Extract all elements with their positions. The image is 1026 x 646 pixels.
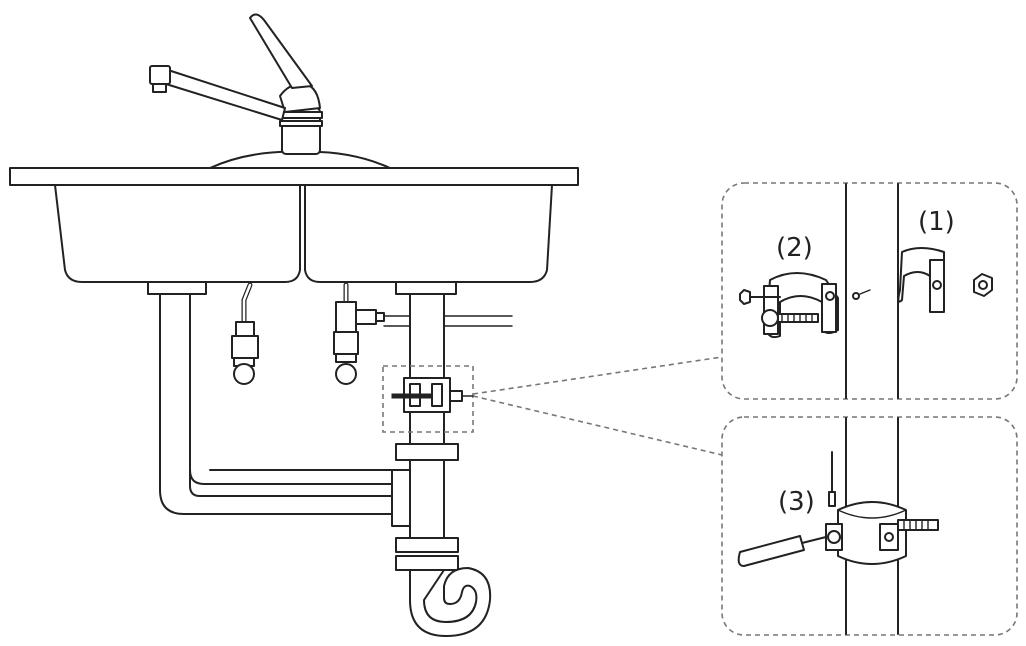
washer-arrow (859, 289, 871, 295)
inset-lower-frame (721, 416, 1018, 636)
screwdriver-shaft (801, 536, 827, 544)
bolt-2b-threads (781, 313, 813, 323)
faucet-nozzle (149, 65, 171, 85)
clamp-assembled-bolt (897, 519, 939, 531)
valve-right-stem (335, 353, 357, 363)
countertop (9, 167, 579, 186)
detail-callout-box (382, 365, 474, 433)
inset-lower: (3) (721, 416, 1018, 636)
bolt-2-head (739, 289, 751, 305)
clamp-small-bolt (391, 393, 433, 399)
step-1-label: (1) (918, 207, 955, 237)
step-2-label: (2) (776, 233, 813, 263)
tee-branch-nut (375, 312, 385, 322)
valve-left-handle (233, 363, 255, 385)
inset-upper-frame (721, 182, 1018, 400)
clamp-assembled-threads (903, 519, 929, 531)
clamp-half-2-hole (825, 291, 835, 301)
sink-basin-left (54, 184, 301, 283)
clamp-small-nut (449, 390, 463, 402)
clamp-assembled-screw (827, 530, 841, 544)
valve-left-body (231, 335, 259, 359)
bolt-2b-head (761, 309, 779, 327)
valve-left-nut (235, 321, 255, 337)
faucet-ring (279, 111, 323, 119)
faucet-spout (165, 69, 286, 121)
drain-pipe-middle (409, 459, 445, 539)
drill-bit-tip (828, 491, 836, 507)
washer-small (852, 292, 860, 300)
trap-joint (391, 469, 411, 527)
step-3-label: (3) (778, 487, 815, 517)
faucet (149, 13, 391, 169)
clamp-assembled-edge (837, 509, 907, 519)
leader-line-lower (472, 395, 723, 456)
tee-adapter (335, 301, 357, 333)
slip-nut-upper (395, 443, 459, 461)
sink-assembly (9, 13, 723, 637)
drain-tailpiece (409, 293, 445, 445)
p-trap (409, 567, 492, 637)
inset-upper: (2) (1) (721, 182, 1018, 400)
faucet-aerator (152, 83, 167, 93)
sink-basin-right (304, 184, 553, 283)
clamp-small-ear-right (431, 383, 443, 407)
clamp-assembled-nut (884, 532, 894, 542)
clamp-half-1-hole (932, 280, 942, 290)
slip-nut-lower (395, 537, 459, 553)
left-drain-outlet (147, 281, 207, 295)
bolt-2b-shank (777, 313, 819, 323)
faucet-lever (249, 13, 313, 89)
screwdriver-handle (737, 535, 805, 567)
valve-right-body (333, 331, 359, 355)
right-drain-outlet (395, 281, 457, 295)
valve-right-handle (335, 363, 357, 385)
tee-branch (355, 309, 377, 325)
hex-nut-hole (978, 280, 988, 290)
faucet-ring-2 (279, 120, 323, 127)
left-drain-pipe-inner (189, 293, 393, 485)
leader-line-upper (472, 356, 723, 395)
slip-nut-trap (395, 555, 459, 571)
